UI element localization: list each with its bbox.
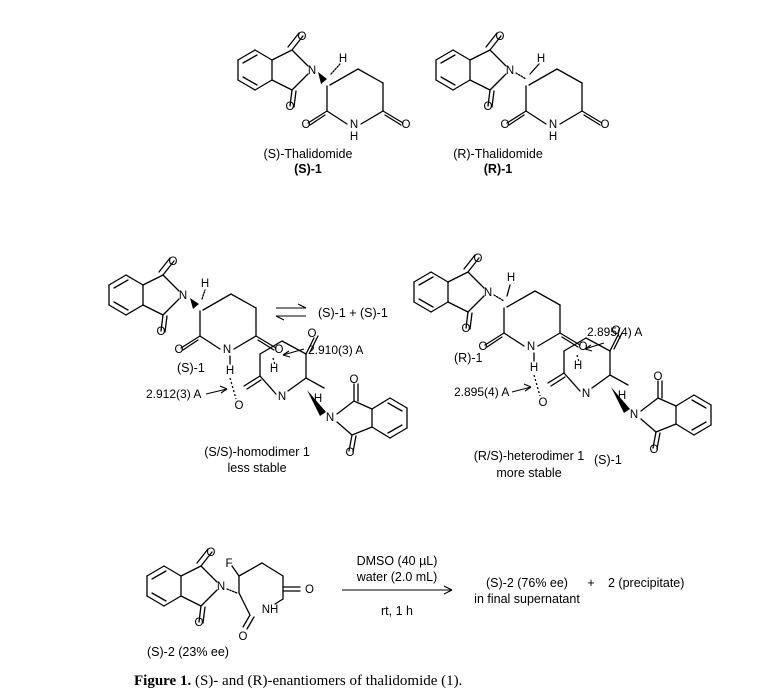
atom-n: N — [549, 119, 557, 131]
atom-o: O — [496, 31, 505, 43]
heterodimer-structure: N O O H O O N H N H O O N H O O — [413, 253, 712, 456]
condition-time: rt, 1 h — [381, 604, 413, 618]
atom-n: N — [223, 344, 231, 356]
atom-n: N — [484, 287, 492, 299]
atom-n: N — [630, 409, 638, 421]
atom-h: H — [339, 53, 347, 65]
atom-o: O — [579, 341, 588, 353]
atom-h: H — [201, 278, 209, 290]
plus-sign: + — [587, 576, 594, 590]
figure-label: Figure 1. — [134, 673, 192, 689]
atom-h: H — [350, 131, 358, 143]
atom-n: N — [278, 391, 286, 403]
reaction-arrow — [342, 585, 453, 595]
atom-h: H — [574, 360, 582, 372]
atom-h: H — [226, 365, 234, 377]
heterodimer-monomer-label-left: (R)-1 — [454, 351, 483, 365]
atom-o: O — [175, 344, 184, 356]
equilibrium-arrows — [275, 303, 307, 321]
atom-n: N — [506, 65, 514, 77]
atom-o: O — [169, 256, 178, 268]
atom-o: O — [484, 101, 493, 113]
heterodimer-dist-arrows — [511, 342, 605, 393]
s-thalidomide-id: (S)-1 — [294, 162, 322, 176]
atom-o: O — [195, 617, 204, 629]
equilibrium-products: (S)-1 + (S)-1 — [318, 306, 388, 320]
s-thalidomide-structure: N O O H O O N H — [237, 31, 411, 143]
atom-o: O — [235, 400, 244, 412]
atom-o: O — [275, 344, 284, 356]
atom-h: H — [507, 272, 515, 284]
atom-h: H — [549, 131, 557, 143]
product-2: 2 (precipitate) — [608, 576, 684, 590]
reactant-label: (S)-2 (23% ee) — [147, 645, 229, 659]
atom-h: H — [314, 393, 322, 405]
atom-o: O — [350, 374, 359, 386]
atom-nh: NH — [262, 604, 279, 616]
atom-o: O — [207, 547, 216, 559]
atom-o: O — [462, 323, 471, 335]
atom-o: O — [539, 397, 548, 409]
r-thalidomide-id: (R)-1 — [484, 162, 513, 176]
atom-o: O — [501, 119, 510, 131]
atom-o: O — [157, 326, 166, 338]
homodimer-dist-arrows — [205, 348, 305, 395]
figure-scene: N O O H O O N H (S)-Thalidomide (S)-1 N … — [108, 31, 712, 659]
atom-o: O — [601, 119, 610, 131]
condition-solvent: DMSO (40 µL) — [357, 554, 438, 568]
homodimer-note: less stable — [227, 461, 286, 475]
atom-n: N — [308, 65, 316, 77]
atom-h: H — [618, 390, 626, 402]
atom-n: N — [582, 388, 590, 400]
atom-o: O — [650, 444, 659, 456]
atom-h: H — [537, 53, 545, 65]
atom-n: N — [326, 412, 334, 424]
r-thalidomide-structure: N O O H O O N H — [435, 31, 610, 143]
atom-o: O — [474, 253, 483, 265]
r-thalidomide-name: (R)-Thalidomide — [453, 147, 543, 161]
figure-caption: Figure 1. (S)- and (R)-enantiomers of th… — [134, 673, 462, 690]
product-1: (S)-2 (76% ee) — [486, 576, 568, 590]
atom-n: N — [527, 341, 535, 353]
homodimer-dist-upper: 2.910(3) A — [308, 343, 363, 357]
homodimer-monomer-label: (S)-1 — [177, 361, 205, 375]
atom-o: O — [654, 371, 663, 383]
atom-o: O — [479, 341, 488, 353]
heterodimer-dist-upper: 2.895(4) A — [587, 325, 642, 339]
atom-o: O — [298, 31, 307, 43]
atom-o: O — [402, 119, 411, 131]
atom-o: O — [308, 328, 317, 340]
homodimer-dist-lower: 2.912(3) A — [146, 387, 201, 401]
atom-o: O — [612, 325, 621, 337]
atom-n: N — [217, 581, 225, 593]
atom-o: O — [286, 101, 295, 113]
heterodimer-dist-lower: 2.895(4) A — [454, 385, 509, 399]
atom-n: N — [179, 290, 187, 302]
atom-o: O — [302, 119, 311, 131]
homodimer-structure: N O O H O O N H N H O O N H O O — [108, 256, 408, 459]
atom-n: N — [350, 119, 358, 131]
product-1-note: in final supernatant — [474, 592, 580, 606]
atom-o: O — [346, 447, 355, 459]
heterodimer-monomer-label-right: (S)-1 — [594, 453, 622, 467]
fluorothalidomide-structure: N O O F O NH O — [146, 547, 314, 643]
caption-text: (S)- and (R)-enantiomers of thalidomide … — [191, 673, 463, 689]
homodimer-name: (S/S)-homodimer 1 — [204, 445, 310, 459]
atom-f: F — [225, 558, 232, 570]
atom-o: O — [305, 584, 314, 596]
atom-h: H — [530, 362, 538, 374]
atom-h: H — [270, 363, 278, 375]
s-thalidomide-name: (S)-Thalidomide — [264, 147, 353, 161]
condition-water: water (2.0 mL) — [356, 570, 438, 584]
heterodimer-note: more stable — [496, 466, 561, 480]
heterodimer-name: (R/S)-heterodimer 1 — [474, 449, 584, 463]
atom-o: O — [239, 631, 248, 643]
